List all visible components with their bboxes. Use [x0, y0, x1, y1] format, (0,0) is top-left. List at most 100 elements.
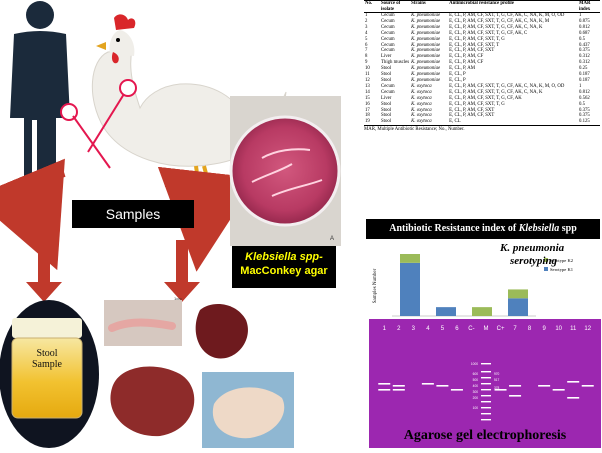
- cell-mar: 0.5: [579, 36, 585, 42]
- gel-ladder-band: [481, 363, 491, 365]
- klebsiella-caption-line1: Klebsiella spp-: [245, 251, 323, 263]
- cell-strain: K. pneumoniae: [411, 24, 441, 30]
- gel-ladder-band: [481, 371, 491, 373]
- gel-band: [538, 385, 551, 387]
- tissue-scale-label: 1cm: [174, 296, 182, 301]
- cell-strain: K. oxytoca: [411, 83, 432, 89]
- gel-lane-label: 6: [455, 326, 459, 332]
- cell-profile: E, CL, P, AM, CF, SXT, T, G, CF, AK, C, …: [449, 24, 543, 30]
- gel-band: [378, 383, 391, 385]
- cell-mar: 0.375: [579, 107, 590, 113]
- plate-letter: A: [330, 236, 335, 242]
- cell-strain: K. pneumoniae: [411, 54, 441, 60]
- abr-title-italic: Klebsiella: [518, 223, 560, 234]
- gel-ladder-band: [481, 413, 491, 415]
- abr-title-prefix: Antibiotic Resistance index of: [389, 223, 519, 234]
- cell-source: Cecum: [381, 83, 395, 89]
- gel-band: [494, 389, 507, 391]
- cell-strain: K. pneumoniae: [411, 42, 441, 48]
- cell-profile: E, CL, P, AM, CF, SXT: [449, 48, 495, 54]
- tissue-photos: [104, 300, 294, 448]
- gel-lane-label: 3: [412, 326, 416, 332]
- stool-label: Stool Sample: [18, 348, 76, 370]
- cell-no: 2: [365, 18, 368, 24]
- gel-lane-label: 9: [542, 326, 546, 332]
- gel-lane-label: 12: [584, 326, 591, 332]
- cell-profile: E, CL, P, AM, CF, SXT, T, G, CF, AK, C, …: [449, 18, 550, 24]
- cell-source: Cecum: [381, 48, 395, 54]
- gel-lane-label: 4: [426, 326, 430, 332]
- swab-icon: [60, 79, 137, 169]
- cell-source: Cecum: [381, 18, 395, 24]
- cell-profile: E, CL, P, AM, CF: [449, 54, 484, 60]
- cell-no: 16: [365, 101, 370, 107]
- cell-mar: 0.125: [578, 119, 600, 127]
- cell-strain: K. pneumoniae: [411, 60, 441, 66]
- cell-profile: E, CL, P, AM, CF, SXT, T, G, CF, AK: [449, 95, 522, 101]
- col-source: Source of isolate: [380, 0, 411, 13]
- cell-no: 8: [365, 54, 368, 60]
- gel-ladder-label: 1000: [471, 362, 478, 366]
- gel-band-label: 378: [494, 386, 500, 390]
- klebsiella-caption-line2: MacConkey agar: [240, 265, 328, 277]
- gel-band: [509, 395, 522, 397]
- cell-mar: 0.312: [579, 54, 590, 60]
- gel-ladder-band: [481, 389, 491, 391]
- gel-band: [392, 385, 405, 387]
- flow-arrows: [0, 158, 258, 272]
- gel-lane-label: 5: [441, 326, 445, 332]
- gel-band-label: 970: [494, 372, 500, 376]
- gel-lane-label: C-: [468, 326, 474, 332]
- klebsiella-caption: Klebsiella spp- MacConkey agar: [232, 246, 336, 288]
- cell-strain: K. oxytoca: [411, 95, 432, 101]
- gel-band-label: 517: [494, 378, 500, 382]
- cell-no: 17: [365, 107, 370, 113]
- abr-title: Antibiotic Resistance index of Klebsiell…: [366, 219, 600, 239]
- cell-mar: 0.437: [579, 42, 590, 48]
- gel-lane-label: 11: [570, 326, 577, 332]
- down-arrows: [26, 240, 200, 302]
- cell-no: 10: [365, 66, 370, 72]
- cell-strain: K. oxytoca: [411, 89, 432, 95]
- cell-no: 6: [365, 42, 368, 48]
- stool-label-line1: Stool: [36, 348, 58, 359]
- gel-ladder-band: [481, 419, 491, 421]
- samples-label: Samples: [72, 200, 194, 228]
- gel-ladder-label: 100: [473, 406, 479, 410]
- cell-source: Stool: [381, 72, 392, 78]
- gel-ladder-band: [481, 377, 491, 379]
- gel-lane-label: 2: [397, 326, 401, 332]
- gel-band: [552, 389, 565, 391]
- cell-source: Cecum: [381, 13, 395, 18]
- cell-profile: E, CL, P, AM, CF: [449, 60, 484, 66]
- gel-ladder-label: 400: [473, 384, 479, 388]
- gel-lane-label: C+: [497, 326, 505, 332]
- cell-mar: 0.812: [579, 89, 590, 95]
- cell-mar: 0.25: [579, 66, 588, 72]
- gel-band: [567, 381, 580, 383]
- chart-annotation-line2: serotyping: [510, 255, 558, 267]
- cell-profile: E, CL, P, AM, CF, SXT, T, G, CF, AK, C, …: [449, 83, 565, 89]
- cell-profile: E, CL, P, AM, CF, SXT: [449, 107, 495, 113]
- cell-profile: E, CL, P, AM: [449, 66, 475, 72]
- stool-jar-photo: [0, 300, 99, 448]
- abr-title-suffix: spp: [559, 223, 577, 234]
- col-profile: Antimicrobial resistance profile: [448, 0, 578, 13]
- gel-lane-label: 1: [383, 326, 387, 332]
- gel-ladder-band: [481, 383, 491, 385]
- cell-no: 5: [365, 36, 368, 42]
- bar-serotype-k1: [436, 307, 456, 316]
- cell-source: Liver: [381, 54, 392, 60]
- gel-band: [450, 389, 463, 391]
